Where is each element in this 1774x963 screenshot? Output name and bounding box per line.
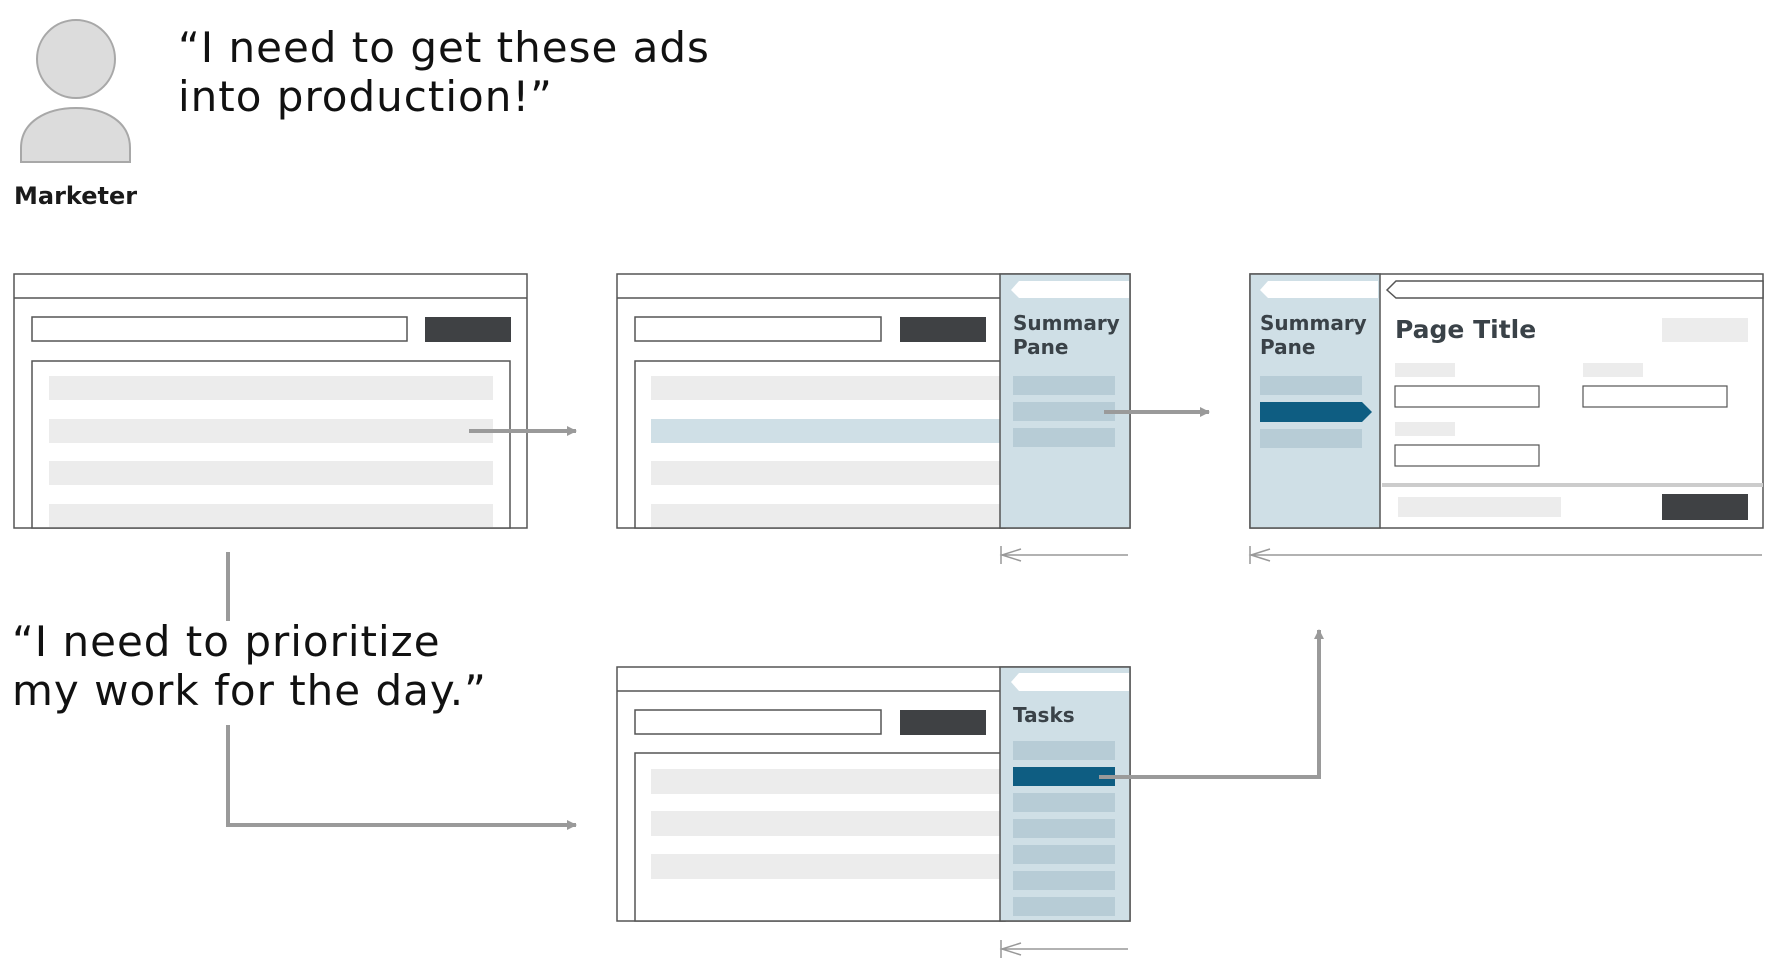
quote-top-line-1: “I need to get these ads	[178, 23, 710, 72]
search-button[interactable]	[425, 317, 511, 342]
list-item[interactable]	[651, 769, 1001, 794]
list-item[interactable]	[651, 854, 1001, 879]
summary-pane-title-line-2: Pane	[1013, 335, 1068, 359]
quote-top-line-2: into production!”	[178, 72, 553, 121]
task-item[interactable]	[1013, 897, 1115, 916]
quote-bottom-line-1: “I need to prioritize	[12, 617, 441, 666]
summary-pane-item-selected[interactable]	[1260, 402, 1372, 422]
search-button[interactable]	[900, 317, 986, 342]
back-tab-icon[interactable]	[1385, 280, 1764, 299]
task-item[interactable]	[1013, 741, 1115, 760]
search-input[interactable]	[634, 316, 882, 342]
quote-bottom-line-2: my work for the day.”	[12, 666, 487, 715]
page-title: Page Title	[1395, 315, 1536, 344]
screen-detail-page: Summary Pane Page Title	[1249, 273, 1764, 529]
list-item[interactable]	[651, 376, 1001, 400]
field-label-placeholder	[1395, 363, 1455, 377]
detail-width-indicator	[1248, 546, 1762, 564]
form-field[interactable]	[1394, 385, 1540, 408]
summary-pane-item[interactable]	[1013, 402, 1115, 421]
list-item[interactable]	[651, 461, 1001, 485]
list-item[interactable]	[651, 504, 1001, 527]
flow-arrows	[226, 407, 1324, 830]
footer-text-placeholder	[1398, 497, 1561, 517]
form-field[interactable]	[1394, 444, 1540, 467]
screen-tasks-list: Tasks	[616, 666, 1131, 922]
task-item[interactable]	[1013, 845, 1115, 864]
form-field[interactable]	[1582, 385, 1728, 408]
summary-pane	[1249, 273, 1381, 529]
summary-pane-item[interactable]	[1013, 428, 1115, 447]
summary-pane-title-line-1: Summary	[1260, 311, 1367, 335]
list-item[interactable]	[651, 811, 1001, 836]
summary-pane-title-line-2: Pane	[1260, 335, 1315, 359]
header-action-placeholder[interactable]	[1662, 318, 1748, 342]
footer-action-button[interactable]	[1662, 494, 1748, 520]
collapse-tab-icon[interactable]	[1011, 281, 1129, 298]
list-item[interactable]	[49, 376, 493, 400]
field-label-placeholder	[1583, 363, 1643, 377]
tasks-pane-title: Tasks	[1013, 703, 1075, 727]
task-item[interactable]	[1013, 793, 1115, 812]
collapse-tab-icon[interactable]	[1011, 673, 1129, 691]
search-input[interactable]	[31, 316, 408, 342]
list-item[interactable]	[49, 504, 493, 527]
field-label-placeholder	[1395, 422, 1455, 436]
screen-summary-list: Summary Pane	[616, 273, 1131, 529]
task-item-selected[interactable]	[1013, 767, 1115, 786]
summary-pane-title-line-1: Summary	[1013, 311, 1120, 335]
pane-width-indicator	[999, 546, 1128, 564]
list-item[interactable]	[49, 419, 493, 443]
task-item[interactable]	[1013, 871, 1115, 890]
summary-pane-item[interactable]	[1260, 376, 1362, 395]
summary-pane	[999, 273, 1131, 529]
summary-pane-item[interactable]	[1260, 429, 1362, 448]
task-item[interactable]	[1013, 819, 1115, 838]
search-input[interactable]	[634, 709, 882, 735]
arrow-task-to-detail	[1099, 629, 1324, 779]
summary-pane-item[interactable]	[1013, 376, 1115, 395]
tasks-pane-width-indicator	[999, 940, 1128, 958]
list-item[interactable]	[49, 461, 493, 485]
screen-search-list	[13, 273, 528, 529]
persona-role-label: Marketer	[14, 182, 137, 210]
list-item-selected[interactable]	[651, 419, 1001, 443]
search-button[interactable]	[900, 710, 986, 735]
collapse-tab-icon[interactable]	[1260, 281, 1378, 298]
marketer-avatar-icon	[20, 19, 131, 163]
arrow-quote-to-tasks	[226, 725, 577, 830]
